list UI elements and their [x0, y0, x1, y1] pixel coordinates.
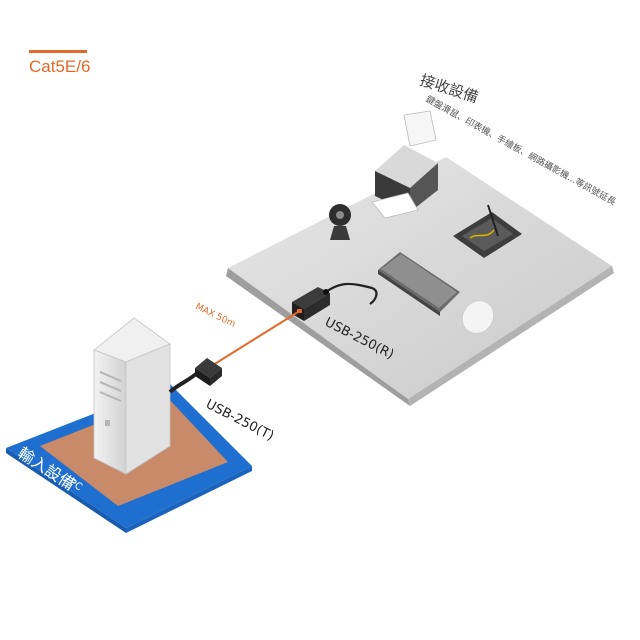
usb-cable [321, 282, 378, 305]
cable-type-rule [29, 50, 87, 53]
cat5-cable [212, 311, 299, 366]
pc-tower-icon [93, 317, 171, 475]
webcam-icon [329, 204, 351, 240]
cable-type-label: Cat5E/6 [29, 57, 91, 76]
transmitter-unit [168, 358, 222, 394]
printer-icon [371, 110, 438, 219]
keyboard-icon [378, 252, 460, 316]
receiver-unit [292, 287, 330, 321]
mouse-icon [461, 300, 495, 334]
drawing-tablet-icon [453, 204, 522, 258]
